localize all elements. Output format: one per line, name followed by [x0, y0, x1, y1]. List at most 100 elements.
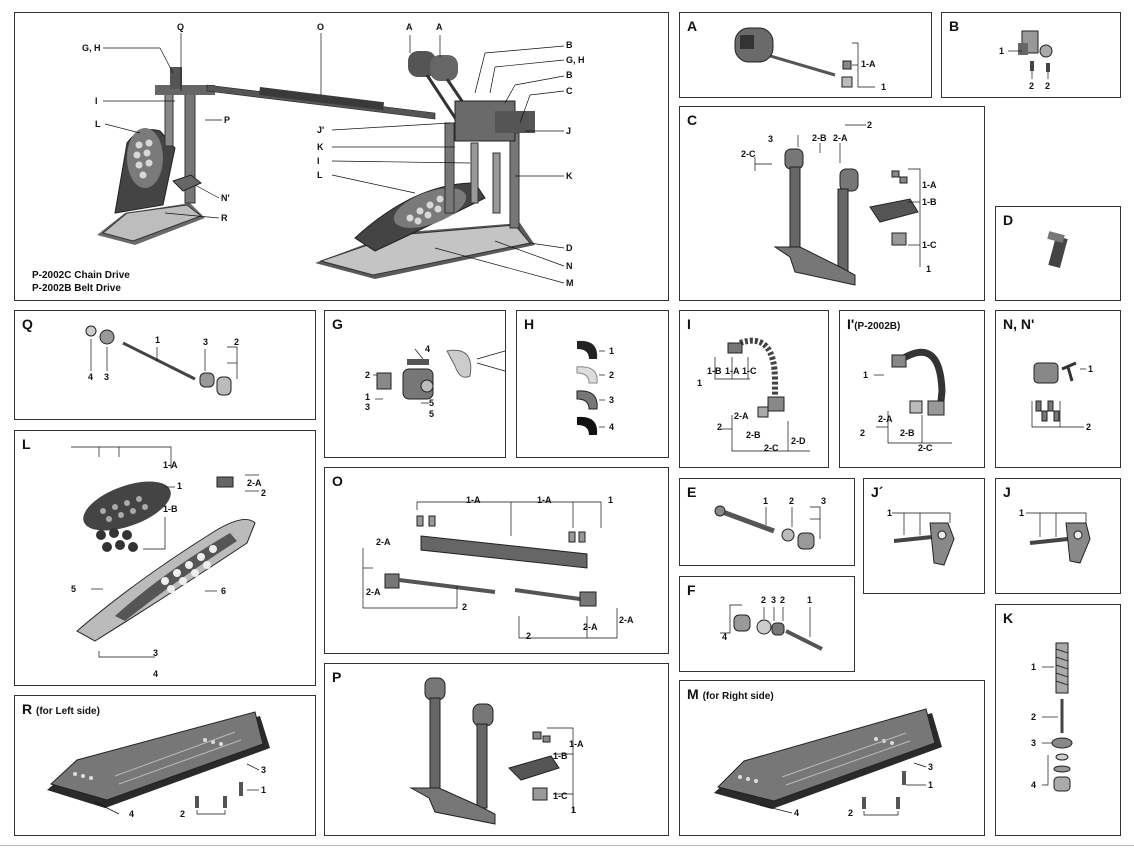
panel-r: R (for Left side) 3 1 2 4 [14, 695, 316, 836]
panel-title: J´ [871, 484, 884, 500]
callout-label: J' [317, 125, 325, 135]
callout-label: 2 [761, 595, 767, 605]
callout-label: 4 [722, 632, 728, 642]
beater-illustration [734, 27, 875, 88]
panel-p: P 1-A 1-B 1-C 1 [324, 663, 669, 836]
callout-label: 1 [1088, 364, 1094, 374]
model-name: P-2002C Chain Drive [32, 270, 130, 281]
callout-label: 2 [717, 422, 723, 432]
callout-label: B [566, 70, 573, 80]
panel-title-letter: I' [847, 316, 855, 332]
callout-label: 1-B [163, 504, 178, 514]
callout-label: 1-A [922, 180, 937, 190]
callout-label: J [566, 126, 572, 136]
footboard-illustration [71, 446, 259, 658]
callout-label: 1-A [466, 495, 481, 505]
callout-label: 2-C [918, 443, 933, 453]
panel-o: O 1-A 1-A 1 2-A 2-A 2 2 2-A 2-A [324, 467, 669, 654]
callout-label: 2-C [741, 149, 756, 159]
panel-title: L [22, 436, 31, 452]
callout-label: 1 [763, 496, 769, 506]
callout-label: 1-C [553, 791, 568, 801]
panel-i: I 1-B 1-A 1-C 1 2-A 2 2-B 2-C 2-D [679, 310, 829, 468]
callout-label: 2 [789, 496, 795, 506]
callout-label: O [317, 22, 325, 32]
callout-label: 1 [155, 335, 161, 345]
callout-label: G, H [82, 43, 101, 53]
panel-title: C [687, 112, 698, 128]
panel-title-letter: M [687, 686, 699, 702]
callout-label: 3 [104, 372, 110, 382]
callout-label: 2-B [746, 430, 761, 440]
panel-subtitle: (P-2002B) [854, 321, 901, 332]
panel-title: K [1003, 610, 1014, 626]
callout-label: 5 [429, 398, 435, 408]
callout-label: K [566, 171, 573, 181]
bracket-illustration [1008, 30, 1053, 79]
callout-label: 1-A [537, 495, 552, 505]
panel-a: A 1-A 1 [679, 12, 932, 98]
callout-label: C [566, 86, 573, 96]
panel-q: Q 1 3 2 4 3 [14, 310, 316, 420]
panel-title: I'(P-2002B) [847, 316, 900, 332]
callout-label: 3 [821, 496, 827, 506]
callout-label: 4 [609, 422, 615, 432]
callout-label: 1-C [742, 366, 757, 376]
callout-label: 1 [609, 346, 615, 356]
callout-label: 2 [1031, 712, 1037, 722]
callout-label: I [317, 156, 320, 166]
panel-l: L 1-A 1 1-B 2-A 2 5 6 3 4 [14, 430, 316, 686]
panel-g: G 4 2 1 3 5 5 [324, 310, 506, 458]
callout-label: 2-B [812, 133, 827, 143]
callout-label: G, H [566, 55, 585, 65]
panel-j-prime: J´ 1 [863, 478, 985, 594]
callout-label: 3 [771, 595, 777, 605]
callout-label: 1-C [922, 240, 937, 250]
panel-main-assembly: G, H Q O A A B G, H B C I P L J' J K I L… [14, 12, 669, 301]
callout-label: 1-B [922, 197, 937, 207]
callout-label: 4 [88, 372, 94, 382]
panel-title: G [332, 316, 343, 332]
main-pedal-illustration [97, 33, 565, 284]
callout-label: 1 [608, 495, 614, 505]
baseplate-illustration [714, 708, 942, 816]
callout-label: Q [177, 22, 185, 32]
panel-title: R (for Left side) [22, 701, 100, 717]
callout-label: 1-A [861, 59, 876, 69]
panel-k: K 1 2 3 4 [995, 604, 1121, 836]
bushing-illustration [720, 604, 823, 651]
drive-shaft-illustration [362, 501, 618, 639]
belt-illustration [874, 348, 952, 444]
callout-label: 2 [526, 631, 532, 641]
callout-label: 4 [794, 808, 800, 818]
callout-label: 2-D [791, 436, 806, 446]
callout-label: 1 [928, 780, 934, 790]
bolt-illustration [1047, 231, 1068, 269]
panel-m: M (for Right side) 3 1 2 4 [679, 680, 985, 836]
callout-label: 2 [860, 428, 866, 438]
callout-label: A [436, 22, 443, 32]
callout-label: 1-B [707, 366, 722, 376]
callout-label: 1 [887, 508, 893, 518]
panel-title: Q [22, 316, 33, 332]
callout-label: 4 [153, 669, 159, 679]
panel-e: E 1 2 3 [679, 478, 855, 566]
panel-title: P [332, 669, 342, 685]
callout-label: 2-A [619, 615, 634, 625]
callout-label: 3 [928, 762, 934, 772]
callout-label: 1 [177, 481, 183, 491]
panel-title: N, N' [1003, 316, 1035, 332]
callout-label: 3 [609, 395, 615, 405]
callout-label: 1 [881, 82, 887, 92]
shaft-illustration [85, 325, 238, 396]
callout-label: A [406, 22, 413, 32]
panel-title: F [687, 582, 696, 598]
panel-subtitle: (for Right side) [702, 691, 774, 702]
callout-label: 4 [129, 809, 135, 819]
frame-illustration [754, 124, 921, 286]
callout-label: 2 [848, 808, 854, 818]
callout-label: 2 [462, 602, 468, 612]
baseplate-illustration [47, 711, 270, 815]
callout-label: 1 [926, 264, 932, 274]
callout-label: 2-A [366, 587, 381, 597]
